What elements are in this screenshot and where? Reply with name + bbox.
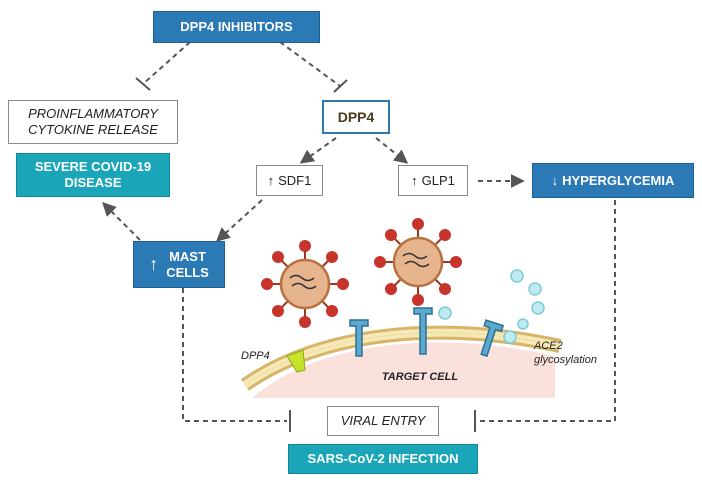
proinflammatory-line1: PROINFLAMMATORY xyxy=(28,106,158,122)
sdf1-label: SDF1 xyxy=(278,172,312,188)
dpp4-inhibitors-node: DPP4 INHIBITORS xyxy=(153,11,320,43)
mast-cells-text: MAST CELLS xyxy=(166,249,209,280)
severe-line1: SEVERE COVID-19 xyxy=(34,159,152,175)
dpp4-inhibitors-label: DPP4 INHIBITORS xyxy=(180,19,293,35)
sars-infection-node: SARS-CoV-2 INFECTION xyxy=(288,444,478,474)
ace2-label: ACE2 glycosylation xyxy=(534,340,597,368)
ace2-line2: glycosylation xyxy=(534,353,597,366)
dpp4-marker-label: DPP4 xyxy=(241,350,270,362)
arrow-mast-severe xyxy=(102,202,141,241)
hyperglycemia-label: HYPERGLYCEMIA xyxy=(562,172,675,188)
sars-infection-label: SARS-CoV-2 INFECTION xyxy=(307,451,459,467)
up-arrow-icon: ↑ xyxy=(267,172,275,188)
arrow-dpp4-glp1 xyxy=(375,137,409,164)
target-cell-label: TARGET CELL xyxy=(382,371,458,383)
inhibit-to-dpp4 xyxy=(279,41,348,93)
down-arrow-icon: ↓ xyxy=(551,172,559,188)
inhibit-to-cytokine xyxy=(135,41,191,91)
severe-covid-node: SEVERE COVID-19 DISEASE xyxy=(16,153,170,197)
ace2-line1: ACE2 xyxy=(534,340,563,352)
virus-icon xyxy=(261,240,349,328)
glp1-label: GLP1 xyxy=(421,172,455,188)
dpp4-node: DPP4 xyxy=(322,100,390,134)
glp1-node: ↑ GLP1 xyxy=(398,165,468,196)
sdf1-node: ↑ SDF1 xyxy=(256,165,323,196)
target-cell-illustration: TARGET CELL xyxy=(240,218,562,398)
proinflammatory-node: PROINFLAMMATORY CYTOKINE RELEASE xyxy=(8,100,178,144)
inhibit-hyperglycemia-viral-entry xyxy=(478,200,616,422)
up-arrow-icon: ↑ xyxy=(149,253,159,274)
dpp4-label: DPP4 xyxy=(337,108,375,125)
arrow-dpp4-sdf1 xyxy=(299,137,337,164)
proinflammatory-line2: CYTOKINE RELEASE xyxy=(28,122,158,137)
virus-icon xyxy=(374,218,462,306)
hyperglycemia-node: ↓ HYPERGLYCEMIA xyxy=(532,163,694,198)
inhibit-mast-viral-entry xyxy=(182,288,287,422)
up-arrow-icon: ↑ xyxy=(411,172,418,188)
arrow-sdf1-mast xyxy=(215,199,263,242)
mast-line2: CELLS xyxy=(166,264,209,280)
mast-cells-node: ↑ MAST CELLS xyxy=(133,241,225,288)
viral-entry-label: VIRAL ENTRY xyxy=(340,413,426,429)
mast-line1: MAST xyxy=(169,248,206,264)
viral-entry-node: VIRAL ENTRY xyxy=(327,406,439,436)
severe-line2: DISEASE xyxy=(64,175,122,190)
